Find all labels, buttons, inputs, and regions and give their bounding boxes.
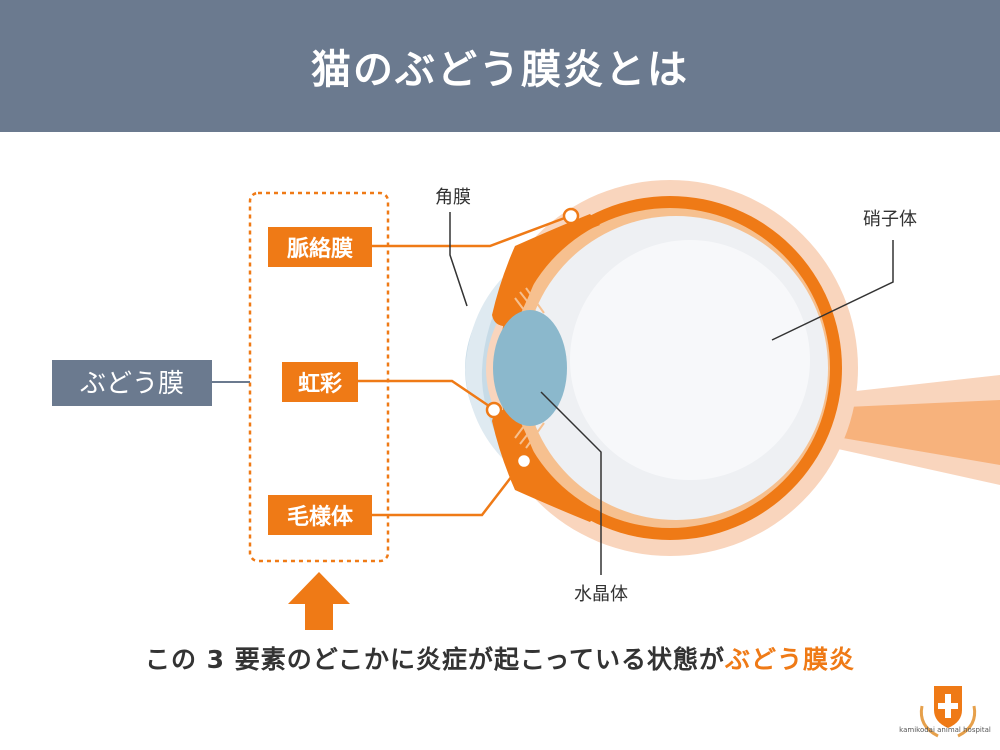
- vitreous-highlight: [570, 240, 810, 480]
- uvea-label: ぶどう膜: [80, 369, 184, 399]
- choroid-marker: [562, 207, 580, 225]
- cornea-label: 角膜: [435, 187, 471, 208]
- iris-lower: [492, 409, 600, 522]
- iris-upper: [492, 214, 600, 327]
- lens-leader: [540, 391, 602, 575]
- iris-marker: [485, 401, 503, 419]
- lens-label: 水晶体: [574, 584, 628, 605]
- choroid-leader: [372, 214, 571, 248]
- ciliary-label: 毛様体: [287, 504, 354, 530]
- uvea-label-box: [52, 360, 212, 406]
- vitreous-leader: [771, 240, 894, 341]
- uvea-group-box: [248, 191, 390, 563]
- cornea-inner: [465, 262, 520, 474]
- vitreous-label: 硝子体: [863, 209, 917, 230]
- iris-label: 虹彩: [298, 372, 342, 397]
- hospital-logo-icon: [919, 686, 977, 738]
- ciliary-leader: [372, 462, 523, 517]
- logo-text: kamikodai animal hospital: [899, 726, 991, 734]
- ciliary-marker: [515, 452, 533, 470]
- iris-label-box: [282, 362, 358, 402]
- page-title: 猫のぶどう膜炎とは: [311, 47, 689, 93]
- header-bar: 猫のぶどう膜炎とは: [0, 0, 1000, 132]
- caption-highlight: ぶどう膜炎: [725, 645, 856, 674]
- iris-leader: [358, 379, 493, 410]
- choroid-label-box: [268, 227, 372, 267]
- choroid-label: 脈絡膜: [287, 236, 353, 262]
- cornea-leader: [449, 212, 468, 307]
- arrow-up-icon: [288, 572, 350, 630]
- optic-nerve-inner: [825, 400, 1000, 465]
- caption-text: この 3 要素のどこかに炎症が起こっている状態が: [144, 645, 726, 674]
- lens: [493, 310, 567, 426]
- caption: この 3 要素のどこかに炎症が起こっている状態がぶどう膜炎: [0, 640, 1000, 676]
- ciliary-label-box: [268, 495, 372, 535]
